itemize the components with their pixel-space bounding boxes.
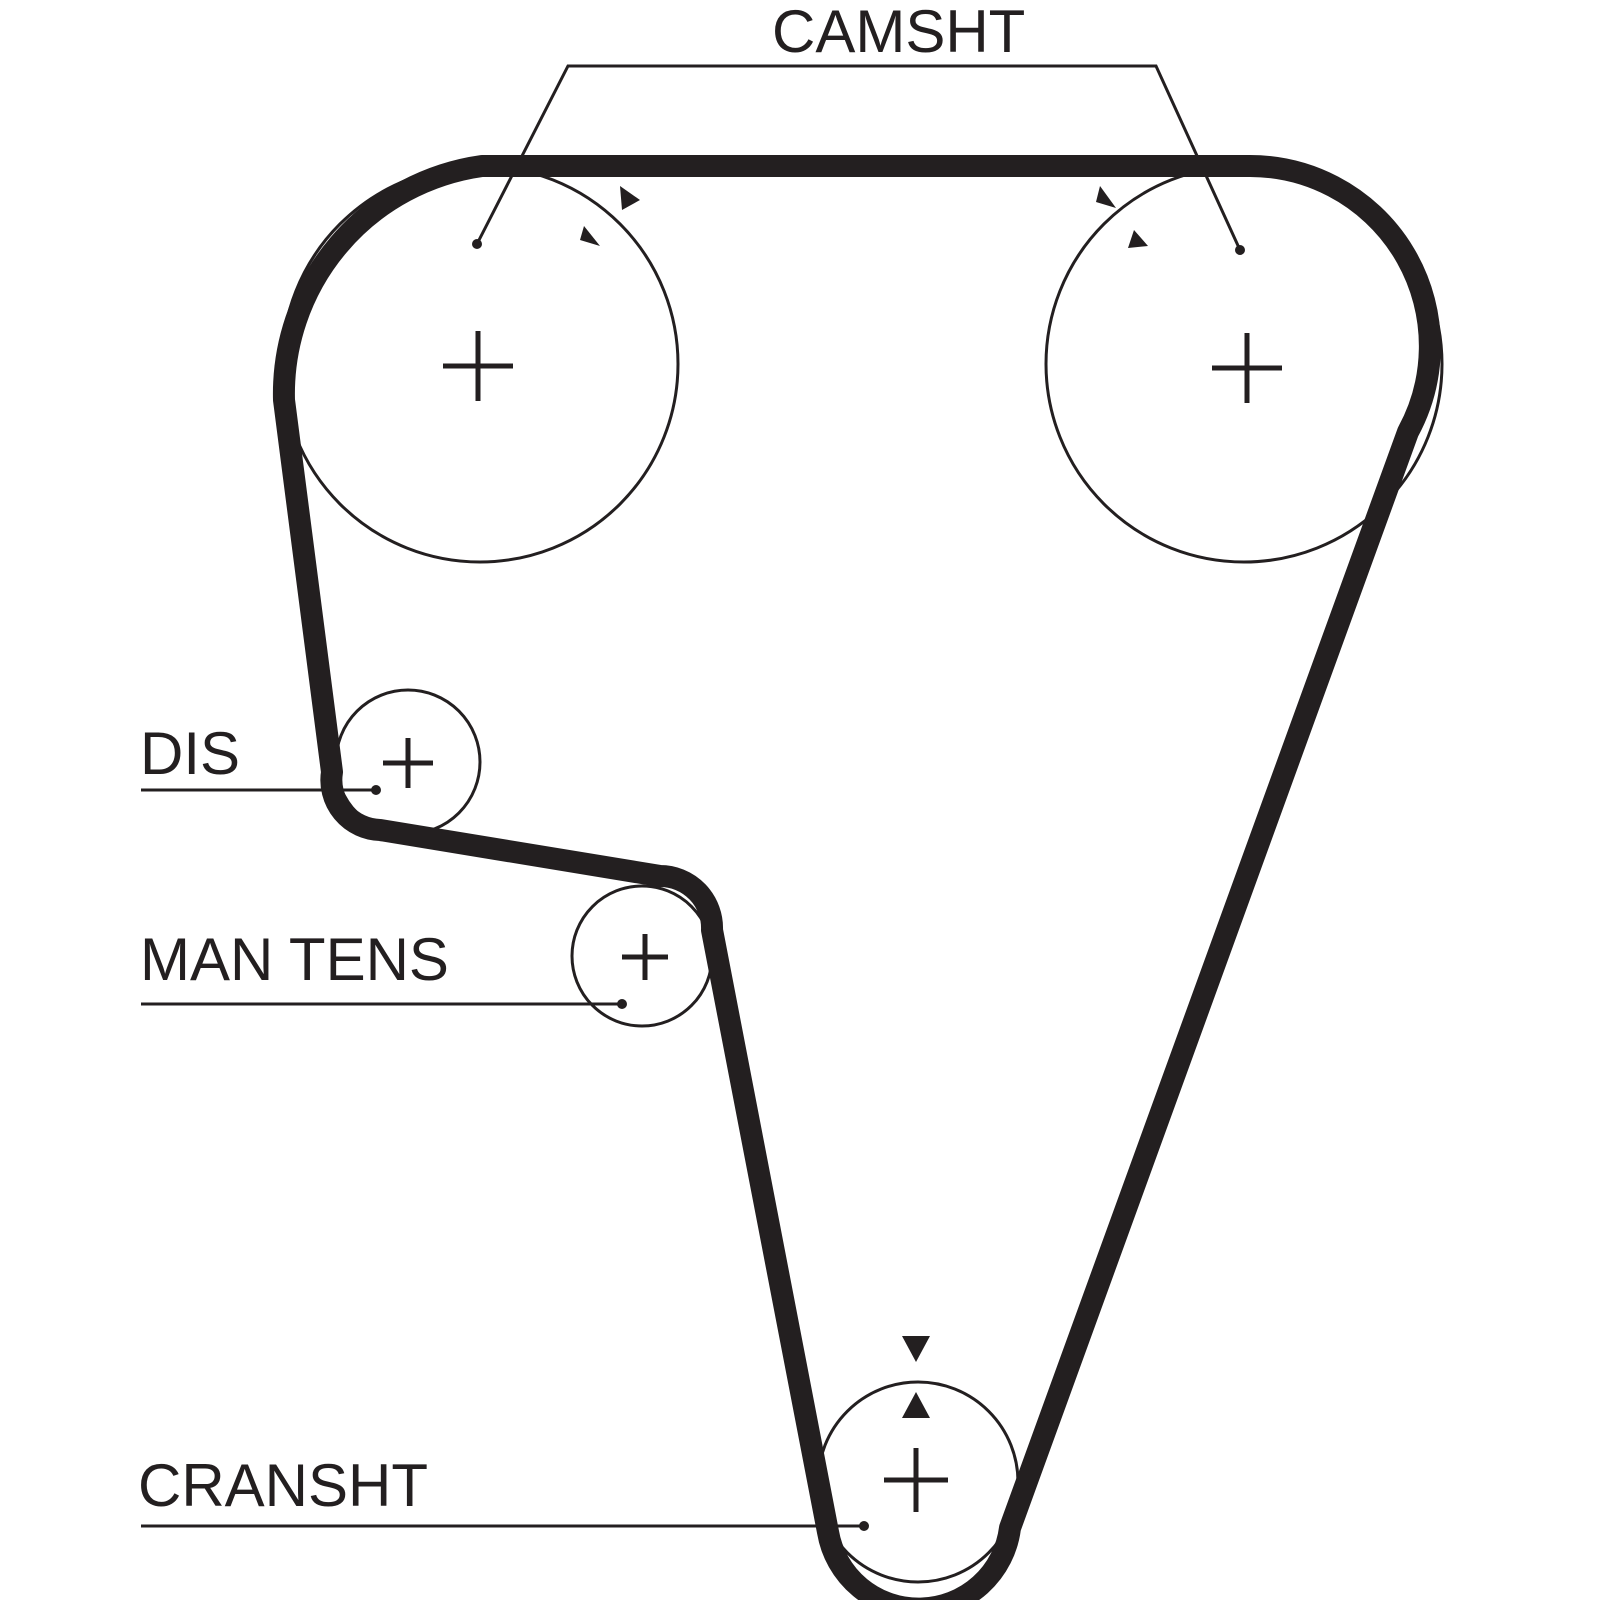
- timing-belt: [272, 155, 1441, 1600]
- manual-tensioner-label: MAN TENS: [140, 926, 449, 993]
- crankshaft-timing-mark-upper: [902, 1336, 930, 1362]
- camshaft-right-leader-dot: [1235, 245, 1245, 255]
- right-camshaft-timing-mark-outer: [1096, 186, 1116, 208]
- distributor-center-cross: [383, 738, 433, 788]
- camshaft-left-leader-dot: [472, 239, 482, 249]
- crankshaft-timing-mark-lower: [902, 1392, 930, 1418]
- camshaft-label: CAMSHT: [772, 0, 1025, 65]
- manual-tensioner-leader-dot: [617, 999, 627, 1009]
- right-camshaft-timing-mark-inner: [1128, 230, 1148, 248]
- left-camshaft-timing-mark-outer: [620, 186, 640, 210]
- distributor-label: DIS: [140, 720, 240, 787]
- left-camshaft-timing-mark-inner: [580, 226, 600, 246]
- right-camshaft-center-cross: [1212, 333, 1282, 403]
- left-camshaft-center-cross: [443, 331, 513, 401]
- manual-tensioner-center-cross: [622, 934, 668, 980]
- crankshaft-label: CRANSHT: [138, 1452, 428, 1519]
- crankshaft-center-cross: [884, 1448, 948, 1512]
- crankshaft-leader-dot: [859, 1521, 869, 1531]
- distributor-leader-dot: [371, 785, 381, 795]
